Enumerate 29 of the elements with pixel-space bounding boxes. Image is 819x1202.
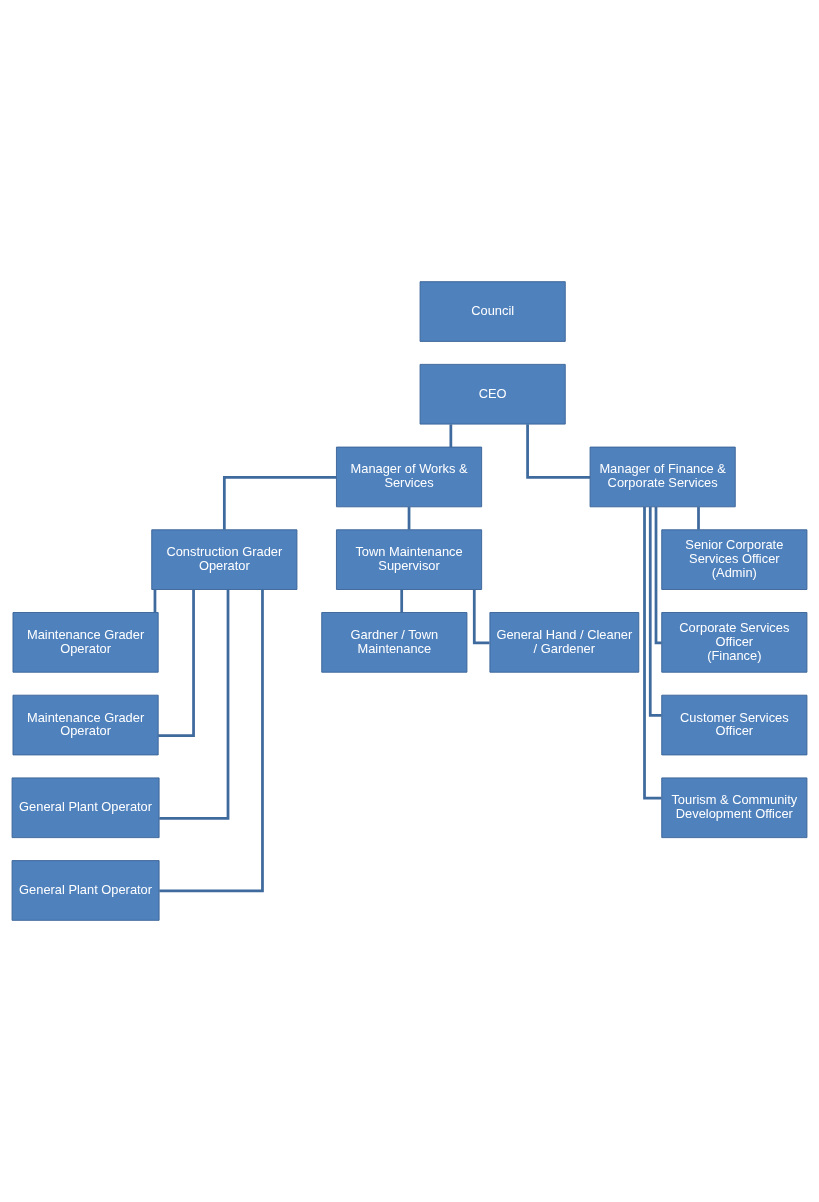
node-box: Town Maintenance Supervisor	[336, 529, 483, 590]
node-box: Construction Grader Operator	[151, 529, 298, 590]
connector	[654, 507, 662, 645]
node-box: Gardner / Town Maintenance	[321, 612, 468, 673]
connector	[400, 589, 404, 613]
node-box: Tourism & Community Development Officer	[661, 777, 808, 839]
node-box: General Plant Operator	[11, 860, 160, 921]
connector	[222, 476, 337, 530]
connector	[449, 424, 453, 447]
node-box: Maintenance Grader Operator	[12, 694, 159, 756]
node-box: General Hand / Cleaner / Gardener	[489, 612, 640, 673]
connector	[158, 589, 195, 737]
node-box: CEO	[419, 363, 566, 425]
node-box: Corporate Services Officer (Finance)	[661, 612, 808, 673]
connector	[407, 507, 411, 530]
connector	[472, 589, 490, 645]
node-box: Manager of Finance & Corporate Services	[589, 446, 736, 508]
connector	[526, 424, 590, 479]
connector	[159, 589, 230, 820]
connector	[697, 507, 700, 530]
connector	[159, 589, 264, 893]
node-box: General Plant Operator	[11, 777, 160, 839]
connector	[153, 589, 157, 613]
node-box: Maintenance Grader Operator	[12, 612, 159, 673]
node-box: Council	[419, 281, 566, 342]
node-box: Customer Services Officer	[661, 694, 808, 756]
connector	[648, 506, 662, 717]
node-box: Manager of Works & Services	[336, 446, 483, 508]
node-box: Senior Corporate Services Officer (Admin)	[661, 529, 808, 590]
